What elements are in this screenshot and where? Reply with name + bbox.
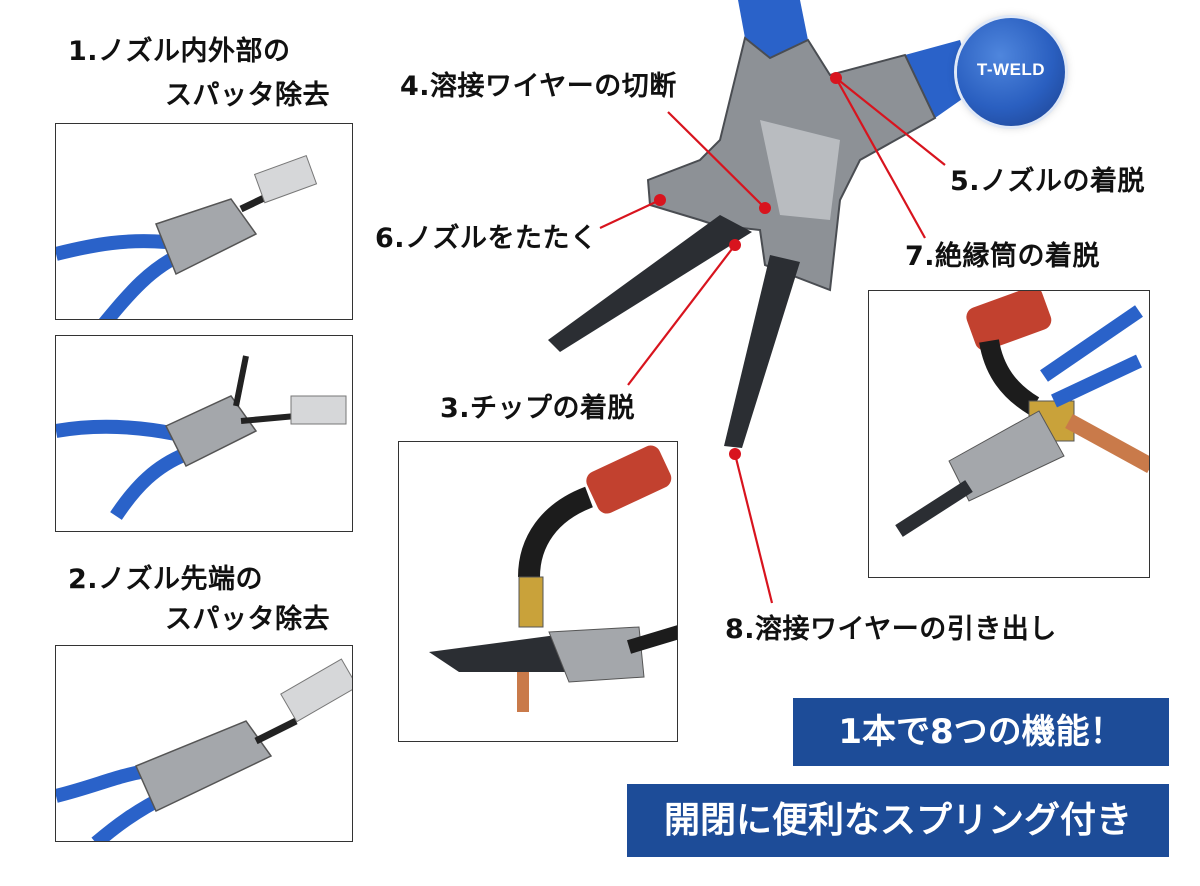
plier-jaw-right <box>724 255 800 448</box>
label-function-3: 3.チップの着脱 <box>440 393 636 424</box>
photo-panel-chip <box>398 441 678 742</box>
banner-spring: 開閉に便利なスプリング付き <box>627 784 1169 857</box>
t-weld-logo: T-WELD <box>957 18 1065 126</box>
label-function-4: 4.溶接ワイヤーの切断 <box>400 71 677 102</box>
label-function-6: 6.ノズルをたたく <box>375 223 598 254</box>
label-function-7: 7.絶縁筒の着脱 <box>905 241 1101 272</box>
plier-jaw-left <box>548 215 752 352</box>
photo-panel-2 <box>55 335 353 532</box>
logo-text: T-WELD <box>976 60 1046 79</box>
label-function-1-line1: 1.ノズル内外部の <box>68 36 291 67</box>
label-function-2-line2: スパッタ除去 <box>165 604 330 635</box>
photo-panel-3 <box>55 645 353 842</box>
label-function-8: 8.溶接ワイヤーの引き出し <box>725 614 1057 645</box>
label-function-1-line2: スパッタ除去 <box>165 80 330 111</box>
photo-panel-1 <box>55 123 353 320</box>
photo-panel-insulator <box>868 290 1150 578</box>
plier-handle-left <box>738 0 808 58</box>
banner-eight-functions: 1本で8つの機能！ <box>793 698 1169 766</box>
label-function-2-line1: 2.ノズル先端の <box>68 564 264 595</box>
label-function-5: 5.ノズルの着脱 <box>950 166 1146 197</box>
